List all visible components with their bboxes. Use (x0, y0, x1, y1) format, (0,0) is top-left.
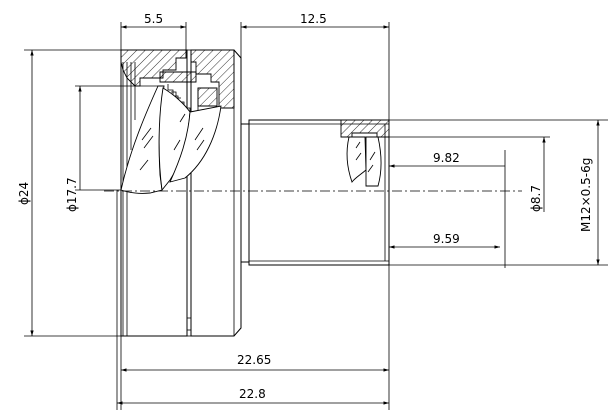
dim-top-width: 5.5 (120, 12, 187, 50)
label-length-short: 22.65 (237, 353, 271, 367)
label-outer-diameter: ϕ24 (17, 182, 31, 205)
dim-length-total: 22.8 (116, 190, 389, 410)
dim-bore-diameter: ϕ8.7 (389, 136, 550, 212)
label-bore-diameter: ϕ8.7 (529, 185, 543, 212)
dim-rear-depth: 9.59 (389, 232, 500, 249)
glass-elements (120, 85, 382, 194)
dim-inner-diameter: ϕ17.7 (65, 85, 158, 212)
dim-front-depth: 9.82 (389, 150, 506, 268)
label-top-width: 5.5 (144, 12, 163, 26)
dim-length-short: 22.65 (120, 265, 390, 410)
label-barrel-length: 12.5 (300, 12, 327, 26)
label-front-depth: 9.82 (433, 151, 460, 165)
dim-barrel-length: 12.5 (240, 12, 390, 120)
dim-outer-diameter: ϕ24 (17, 49, 121, 337)
dim-thread: M12×0.5-6g (389, 119, 608, 266)
label-rear-depth: 9.59 (433, 232, 460, 246)
label-length-total: 22.8 (239, 387, 266, 401)
label-thread: M12×0.5-6g (579, 158, 593, 232)
label-inner-diameter: ϕ17.7 (65, 177, 79, 212)
